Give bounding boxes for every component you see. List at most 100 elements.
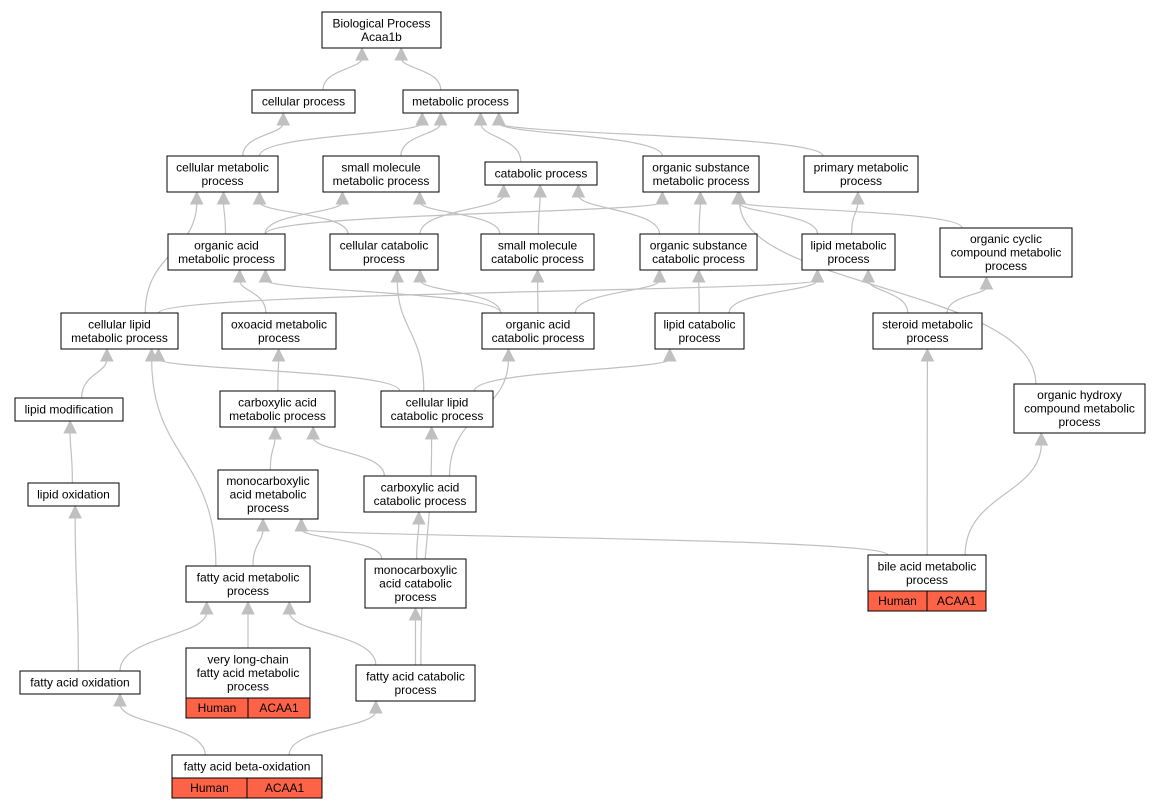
node-catabolic-process[interactable]: catabolic process xyxy=(484,161,598,186)
annotation-gene-label: ACAA1 xyxy=(259,701,299,715)
arrowhead-monocarboxylic_acid_catabolic_process-to-carboxylic_acid_catabolic_process xyxy=(412,510,426,525)
node-box xyxy=(321,11,442,49)
edge-organic_acid_metabolic_process-to-cellular_metabolic_process xyxy=(222,201,227,235)
edge-fatty_acid_oxidation-to-fatty_acid_metabolic_process xyxy=(119,611,208,672)
arrowhead-organic_acid_catabolic_process-to-small_molecule_catabolic_process xyxy=(530,268,545,283)
annotation-gene-cell xyxy=(246,777,323,799)
node-box xyxy=(1013,383,1146,434)
node-label-line: metabolic process xyxy=(333,174,430,188)
node-label-line: process xyxy=(827,252,869,266)
node-label-line: monocarboxylic xyxy=(374,563,457,577)
node-cellular-process[interactable]: cellular process xyxy=(251,89,356,114)
node-label-line: compound metabolic xyxy=(1024,402,1135,416)
edges-layer xyxy=(63,46,1049,756)
node-box xyxy=(480,233,595,271)
arrowhead-lipid_modification-to-cellular_lipid_metabolic_process xyxy=(100,347,114,362)
arrowhead-organic_acid_catabolic_process-to-organic_substance_catabolic_process xyxy=(652,268,667,283)
node-box xyxy=(14,397,124,422)
node-label-line: process xyxy=(678,331,720,345)
edge-fatty_acid_metabolic_process-to-cellular_lipid_metabolic_process xyxy=(151,358,217,567)
node-label-line: fatty acid metabolic xyxy=(197,666,300,680)
arrowhead-lipid_catabolic_process-to-organic_substance_catabolic_process xyxy=(691,268,706,283)
arrowhead-organic_substance_catabolic_process-to-catabolic_process xyxy=(571,183,586,198)
arrowhead-small_molecule_metabolic_process-to-metabolic_process xyxy=(433,111,448,126)
arrowhead-steroid_metabolic_process-to-lipid_metabolic_process xyxy=(861,268,876,283)
node-box xyxy=(60,312,179,350)
node-label-line: compound metabolic xyxy=(951,246,1062,260)
edge-fatty_acid_metabolic_process-to-monocarboxylic_acid_metabolic_process xyxy=(252,528,264,567)
arrowhead-fatty_acid_catabolic_process-to-monocarboxylic_acid_catabolic_process xyxy=(408,606,423,621)
edge-carboxylic_acid_catabolic_process-to-carboxylic_acid_metabolic_process xyxy=(312,436,385,477)
node-label-line: process xyxy=(227,680,269,694)
edge-organic_acid_catabolic_process-to-cellular_catabolic_process xyxy=(419,279,502,314)
node-metabolic-process[interactable]: metabolic process xyxy=(402,89,519,114)
node-box xyxy=(217,469,319,520)
annotation-gene-cell xyxy=(926,590,987,612)
arrowhead-oxoacid_metabolic_process-to-organic_acid_metabolic_process xyxy=(232,268,247,283)
edge-monocarboxylic_acid_metabolic_process-to-carboxylic_acid_metabolic_process xyxy=(269,436,276,471)
node-label-line: metabolic process xyxy=(178,252,275,266)
node-label-line: carboxylic acid xyxy=(238,395,317,409)
edge-organic_acid_metabolic_process-to-organic_substance_metabolic_process xyxy=(264,201,663,235)
annotation-species-label: Human xyxy=(190,781,229,795)
node-box xyxy=(166,155,279,193)
edge-lipid_metabolic_process-to-organic_substance_metabolic_process xyxy=(737,201,819,235)
edge-organic_substance_metabolic_process-to-metabolic_process xyxy=(498,122,663,157)
node-label-line: fatty acid beta-oxidation xyxy=(184,760,311,774)
node-label-line: lipid metabolic xyxy=(810,238,886,252)
node-label-line: Acaa1b xyxy=(361,30,402,44)
node-label-line: acid metabolic xyxy=(230,488,307,502)
node-label-line: Biological Process xyxy=(332,16,430,30)
edge-fatty_acid_beta_oxidation-to-fatty_acid_catabolic_process xyxy=(288,710,377,756)
node-box xyxy=(221,312,337,350)
node-label-line: cellular catabolic xyxy=(340,238,429,252)
arrowhead-cellular_lipid_catabolic_process-to-lipid_catabolic_process xyxy=(663,347,677,362)
node-fatty-acid-oxidation[interactable]: fatty acid oxidation xyxy=(19,670,141,695)
edge-lipid_catabolic_process-to-organic_substance_catabolic_process xyxy=(698,279,700,314)
node-lipid-oxidation[interactable]: lipid oxidation xyxy=(27,482,120,507)
node-label-line: organic acid xyxy=(194,238,259,252)
arrowhead-fatty_acid_metabolic_process-to-monocarboxylic_acid_metabolic_process xyxy=(256,517,270,532)
node-box xyxy=(167,233,286,271)
node-label-line: process xyxy=(394,590,436,604)
edge-organic_acid_catabolic_process-to-organic_substance_catabolic_process xyxy=(574,279,661,314)
edge-organic_substance_catabolic_process-to-organic_substance_metabolic_process xyxy=(698,201,701,235)
node-label-line: organic hydroxy xyxy=(1037,388,1122,402)
node-label-line: small molecule xyxy=(498,238,578,252)
arrowhead-organic_acid_metabolic_process-to-organic_substance_metabolic_process xyxy=(655,190,670,205)
edge-cellular_lipid_metabolic_process-to-lipid_metabolic_process xyxy=(157,279,819,314)
node-box xyxy=(872,312,983,350)
node-label-line: process xyxy=(258,331,300,345)
arrowhead-cellular_metabolic_process-to-metabolic_process xyxy=(415,111,429,126)
node-label-line: process xyxy=(985,259,1027,273)
node-lipid-modification[interactable]: lipid modification xyxy=(14,397,124,422)
arrowhead-carboxylic_acid_catabolic_process-to-carboxylic_acid_metabolic_process xyxy=(306,425,320,440)
